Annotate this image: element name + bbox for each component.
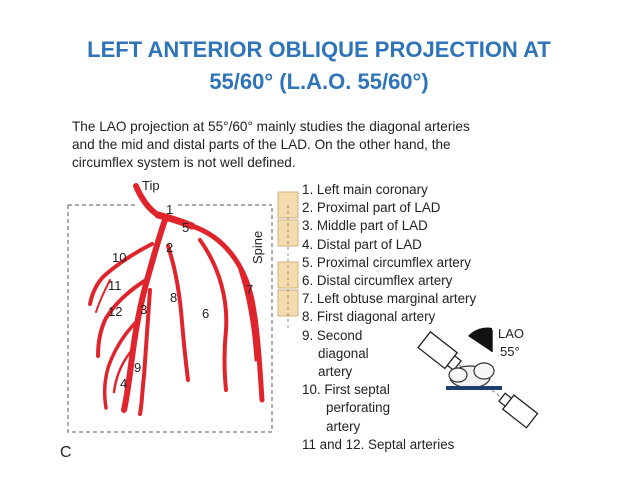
septal-artery (95, 279, 111, 313)
title-line-1: LEFT ANTERIOR OBLIQUE PROJECTION AT (87, 37, 551, 62)
lao-projection-illustration: LAO 55° (417, 326, 539, 429)
label-3: 3 (140, 302, 147, 317)
label-10: 10 (112, 250, 126, 265)
panel-letter: C (60, 444, 72, 461)
intro-text: The LAO projection at 55°/60° mainly stu… (72, 118, 592, 172)
legend-item: 7. Left obtuse marginal artery (302, 291, 477, 307)
title-line-2: 55/60° (L.A.O. 55/60°) (209, 69, 429, 94)
first-diagonal-artery (166, 244, 190, 382)
patient-table (446, 386, 502, 390)
septal-artery (102, 318, 140, 410)
angle-label: 55° (500, 344, 520, 359)
legend-item: 11 and 12. Septal arteries (302, 436, 455, 452)
artery-tree (88, 183, 265, 416)
legend-item: artery (326, 418, 361, 434)
label-2: 2 (166, 240, 173, 255)
legend-item: 1. Left main coronary (302, 182, 428, 197)
label-6: 6 (202, 306, 209, 321)
angle-wedge (468, 327, 492, 352)
slide-title: LEFT ANTERIOR OBLIQUE PROJECTION AT 55/6… (40, 34, 598, 98)
legend-item: diagonal (318, 345, 369, 361)
septal-artery (96, 278, 148, 358)
legend-item: 3. Middle part of LAD (302, 218, 428, 234)
left-main-artery (154, 211, 196, 230)
spine-label: Spine (250, 231, 265, 264)
artery-legend: 1. Left main coronary 2. Proximal part o… (302, 181, 522, 454)
label-8: 8 (170, 290, 177, 305)
dashed-frame (67, 204, 273, 433)
septal-artery (88, 242, 154, 306)
legend-item: 10. First septal (302, 382, 390, 398)
label-12: 12 (108, 304, 122, 319)
legend-item: artery (318, 364, 353, 380)
legend-item: 2. Proximal part of LAD (302, 200, 441, 216)
label-11: 11 (108, 278, 122, 293)
intro-line-3: circumflex system is not well defined. (72, 155, 296, 170)
legend-item: 6. Distal circumflex artery (302, 273, 453, 289)
legend-item: 9. Second (302, 327, 363, 343)
spine-column (277, 191, 299, 330)
label-4: 4 (120, 376, 127, 391)
legend-item: 5. Proximal circumflex artery (302, 254, 471, 270)
legend-item: perforating (326, 400, 391, 416)
obtuse-marginal-artery (238, 268, 258, 362)
septal-artery (112, 348, 134, 394)
label-5: 5 (182, 220, 189, 235)
lao-label: LAO (498, 326, 524, 341)
legend-item: 4. Distal part of LAD (302, 236, 422, 252)
legend-item: 8. First diagonal artery (302, 309, 436, 325)
second-diagonal-artery (138, 288, 152, 416)
lad-artery (121, 217, 168, 413)
circumflex-artery (189, 223, 265, 403)
label-9: 9 (134, 360, 141, 375)
artery-labels: Tip 1 5 2 10 11 8 7 3 12 6 9 4 Spine C (60, 178, 265, 461)
intro-line-2: and the mid and distal parts of the LAD.… (72, 137, 451, 152)
label-7: 7 (246, 282, 253, 297)
tip-label: Tip (142, 178, 160, 193)
intro-line-1: The LAO projection at 55°/60° mainly stu… (72, 119, 470, 134)
label-1: 1 (166, 202, 173, 217)
distal-circumflex-artery (198, 238, 229, 392)
